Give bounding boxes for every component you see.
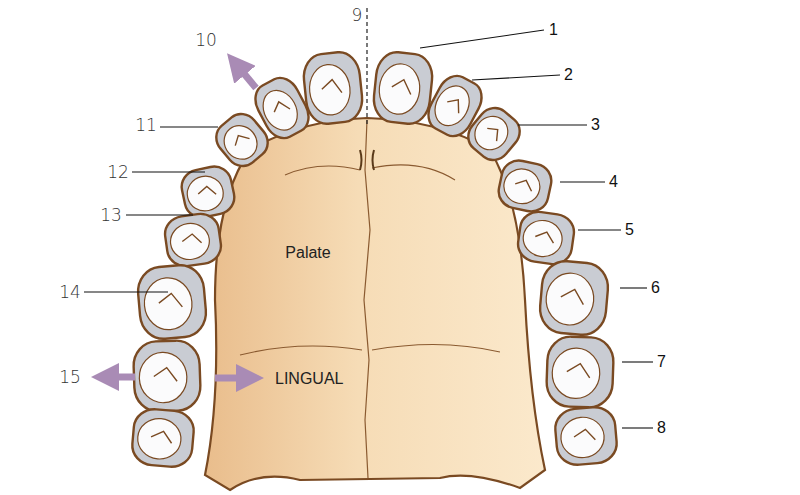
tooth <box>133 340 201 412</box>
tooth <box>210 107 275 172</box>
callout-number: 9 <box>352 7 363 24</box>
callout-number: 10 <box>195 32 217 49</box>
callout-number: 4 <box>609 174 618 190</box>
callout-number: 15 <box>59 369 81 386</box>
tooth <box>136 263 208 340</box>
tooth <box>496 157 555 214</box>
leader-lines <box>84 30 653 428</box>
tooth <box>554 405 619 466</box>
callout-number: 2 <box>564 67 573 83</box>
callout-number: 1 <box>549 22 558 38</box>
tooth <box>546 336 614 408</box>
callout-number: 7 <box>657 354 666 370</box>
tooth <box>371 50 434 125</box>
callout-number: 5 <box>625 222 634 238</box>
tooth <box>462 101 527 166</box>
tooth <box>516 209 576 266</box>
callout-number: 14 <box>59 284 81 301</box>
region-label: Palate <box>285 245 330 261</box>
tooth <box>538 259 610 336</box>
direction-arrows <box>105 64 256 378</box>
callout-number: 8 <box>657 420 666 436</box>
callout-number: 13 <box>100 207 122 224</box>
region-label: LINGUAL <box>275 371 343 387</box>
callout-number: 3 <box>591 117 600 133</box>
palate-bone <box>205 118 545 490</box>
tooth <box>131 407 196 468</box>
tooth <box>301 50 364 125</box>
callout-number: 6 <box>651 280 660 296</box>
callout-number: 12 <box>107 164 129 181</box>
callout-number: 11 <box>135 117 157 134</box>
tooth <box>163 211 223 268</box>
